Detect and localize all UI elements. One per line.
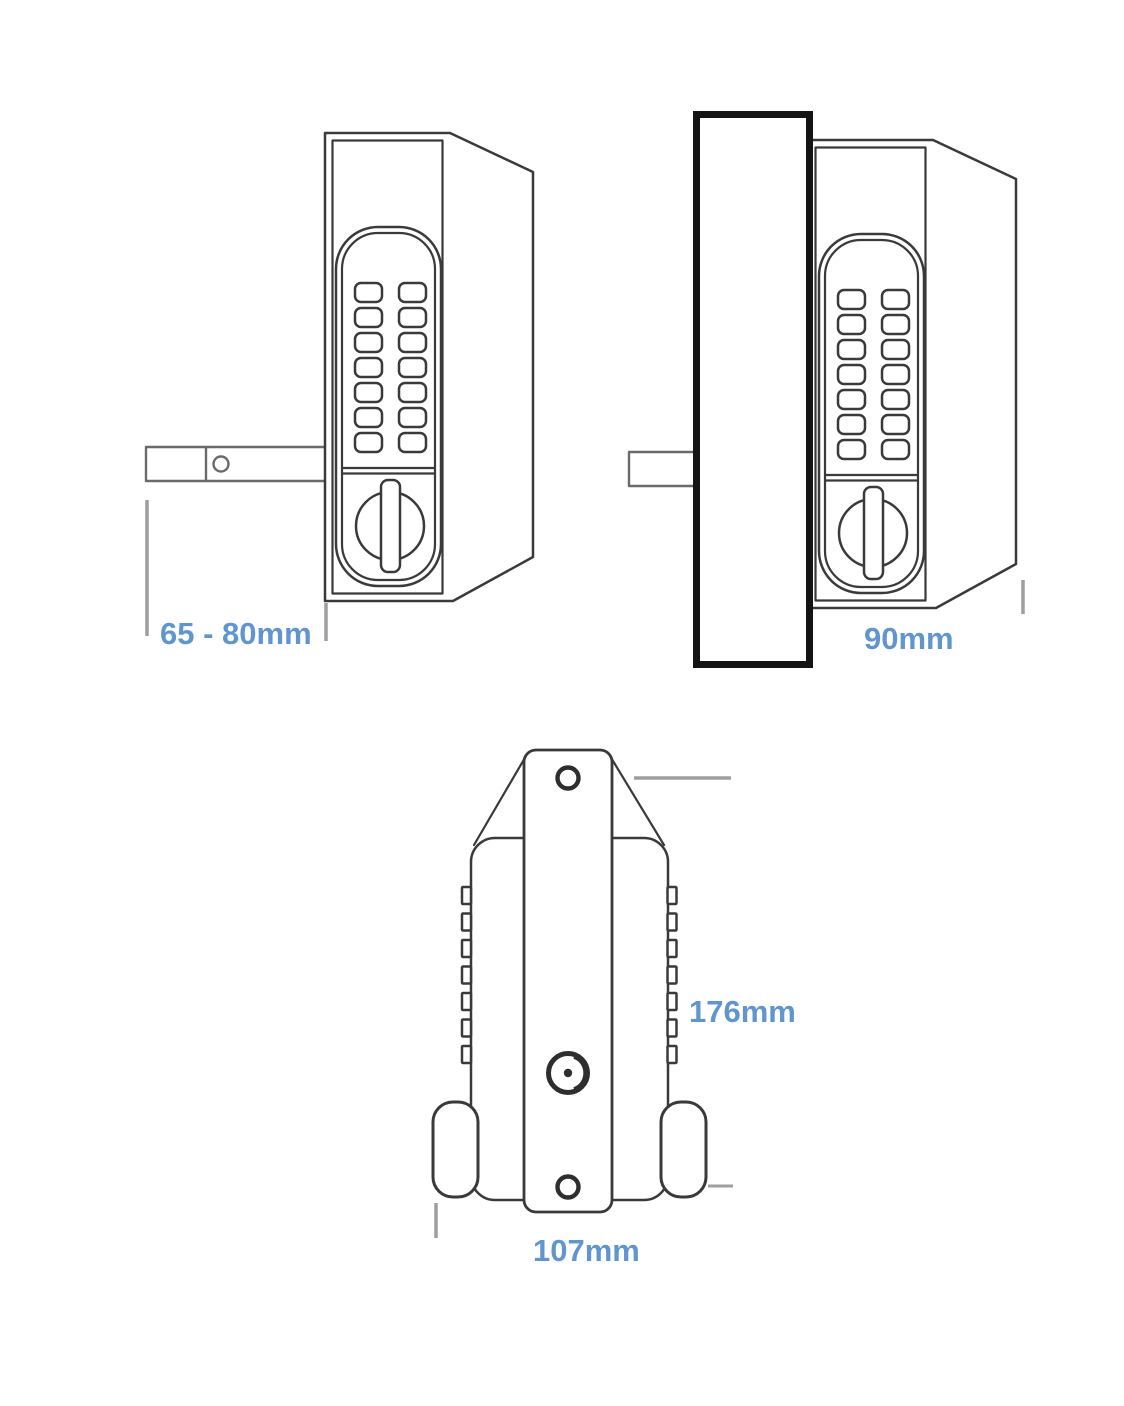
bevel-edge-left	[472, 754, 528, 847]
keypad-button-edge	[666, 991, 678, 1012]
dimension-label-width: 107mm	[533, 1233, 640, 1268]
keypad-button	[397, 281, 428, 304]
keypad-button	[353, 306, 384, 329]
keypad-button-edge	[460, 1044, 473, 1065]
thumbturn-bar	[379, 478, 402, 574]
keypad-button-edge	[460, 938, 473, 959]
dimension-label-door: 90mm	[864, 621, 954, 656]
spindle-crescent	[573, 1055, 588, 1091]
latch-bolt-body	[627, 450, 699, 488]
keypad-housing-inner	[340, 231, 437, 582]
keypad-button-edge	[666, 1044, 678, 1065]
keypad-buttons-edge-left	[460, 885, 473, 1065]
spindle-center-dot	[563, 1068, 573, 1078]
bevel-edge-right	[608, 754, 666, 847]
keypad-buttons	[353, 281, 428, 454]
thumbturn-edge-right	[659, 1100, 708, 1199]
lock-unit-side-view	[323, 131, 535, 603]
keypad-button-edge	[460, 991, 473, 1012]
figure-plan-view: 176mm 107mm	[431, 748, 796, 1268]
keypad-button	[353, 431, 384, 454]
keypad-button-edge	[460, 885, 473, 906]
keypad-button	[397, 331, 428, 354]
keypad-button-edge	[666, 885, 678, 906]
keypad-button	[353, 281, 384, 304]
dimension-label-height: 176mm	[689, 994, 796, 1029]
keypad-button	[397, 306, 428, 329]
mounting-plate	[522, 748, 614, 1214]
keypad-button-edge	[460, 965, 473, 985]
keypad-button-edge	[666, 965, 678, 985]
figure-post-side-view: 65 - 80mm	[144, 131, 535, 651]
screw-hole-top	[555, 765, 581, 791]
keypad-button-edge	[666, 912, 678, 932]
keypad-button-edge	[666, 1018, 678, 1038]
keypad-button-edge	[460, 912, 473, 932]
lock-unit-side-view	[806, 138, 1018, 610]
keypad-button-edge	[666, 938, 678, 959]
keypad-button	[353, 381, 384, 404]
keypad-button	[353, 406, 384, 429]
keypad-button	[353, 356, 384, 379]
latch-bolt-body	[144, 445, 328, 483]
post-front-face-inset	[331, 139, 444, 595]
figure-door-side-view: 90mm	[627, 111, 1025, 668]
keypad-button	[397, 381, 428, 404]
keypad-button-edge	[460, 1018, 473, 1038]
keypad-button	[397, 406, 428, 429]
keypad-button	[397, 356, 428, 379]
keypad-buttons-edge-right	[666, 885, 678, 1065]
latch-bolt	[144, 445, 328, 483]
door-leaf	[693, 111, 813, 668]
latch-fixing-hole	[212, 455, 230, 473]
keypad-button	[353, 331, 384, 354]
dimension-label-post: 65 - 80mm	[160, 616, 312, 651]
keypad-button	[397, 431, 428, 454]
thumbturn-edge-left	[431, 1100, 480, 1199]
screw-hole-bottom	[555, 1174, 581, 1200]
